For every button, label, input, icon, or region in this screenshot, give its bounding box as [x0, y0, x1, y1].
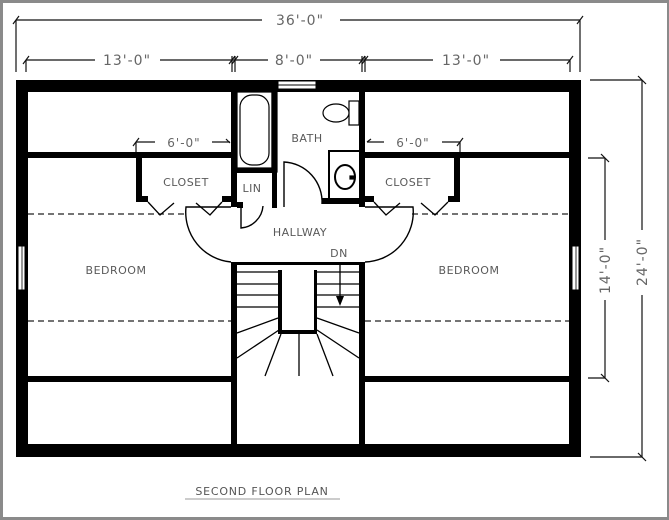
- room-label-left-bedroom: BEDROOM: [86, 264, 147, 277]
- plan-title: SECOND FLOOR PLAN: [195, 485, 328, 498]
- room-label-right-closet: CLOSET: [385, 176, 431, 189]
- right-closet-dimension-label: 6'-0": [396, 136, 429, 150]
- right-closet-dimension: [366, 137, 464, 152]
- dimension-left-width-label: 13'-0": [103, 53, 151, 69]
- dimension-overall-width: [12, 15, 584, 72]
- dimension-overall-depth-label: 24'-0": [635, 238, 651, 286]
- bath-door: [283, 161, 323, 207]
- window-right-bedroom: [571, 245, 580, 291]
- right-closet-bifold-doors: [373, 201, 449, 216]
- room-label-bath: BATH: [291, 132, 322, 145]
- window-left-bedroom: [17, 245, 26, 291]
- dimension-overall-width-label: 36'-0": [276, 13, 324, 29]
- dimension-overall-depth: [590, 75, 647, 462]
- sink: [334, 164, 356, 190]
- stair-direction-label: DN: [330, 247, 348, 260]
- stair-down-arrow-icon: [336, 296, 344, 306]
- hallway-right-door: [364, 206, 414, 263]
- left-closet-dimension-label: 6'-0": [167, 136, 200, 150]
- room-label-linen: LIN: [242, 182, 261, 195]
- exterior-walls: [16, 80, 581, 457]
- room-label-left-closet: CLOSET: [163, 176, 209, 189]
- dimension-center-width-label: 8'-0": [275, 53, 313, 69]
- dimension-segment-widths: [22, 55, 574, 72]
- bathtub: [236, 91, 278, 173]
- stair-walls: [231, 262, 365, 334]
- dimension-bedroom-depth: [588, 153, 610, 383]
- dimension-bedroom-depth-label: 14'-0": [598, 246, 614, 294]
- hallway-left-door: [185, 206, 232, 263]
- window-bath: [277, 80, 317, 90]
- interior-walls: [28, 92, 569, 444]
- toilet: [322, 100, 360, 126]
- staircase: [236, 262, 360, 377]
- room-label-right-bedroom: BEDROOM: [439, 264, 500, 277]
- room-label-hallway: HALLWAY: [273, 226, 327, 239]
- dimension-right-width-label: 13'-0": [442, 53, 490, 69]
- left-closet-bifold-doors: [147, 201, 223, 216]
- linen-door: [240, 205, 264, 229]
- left-closet-dimension: [132, 137, 231, 152]
